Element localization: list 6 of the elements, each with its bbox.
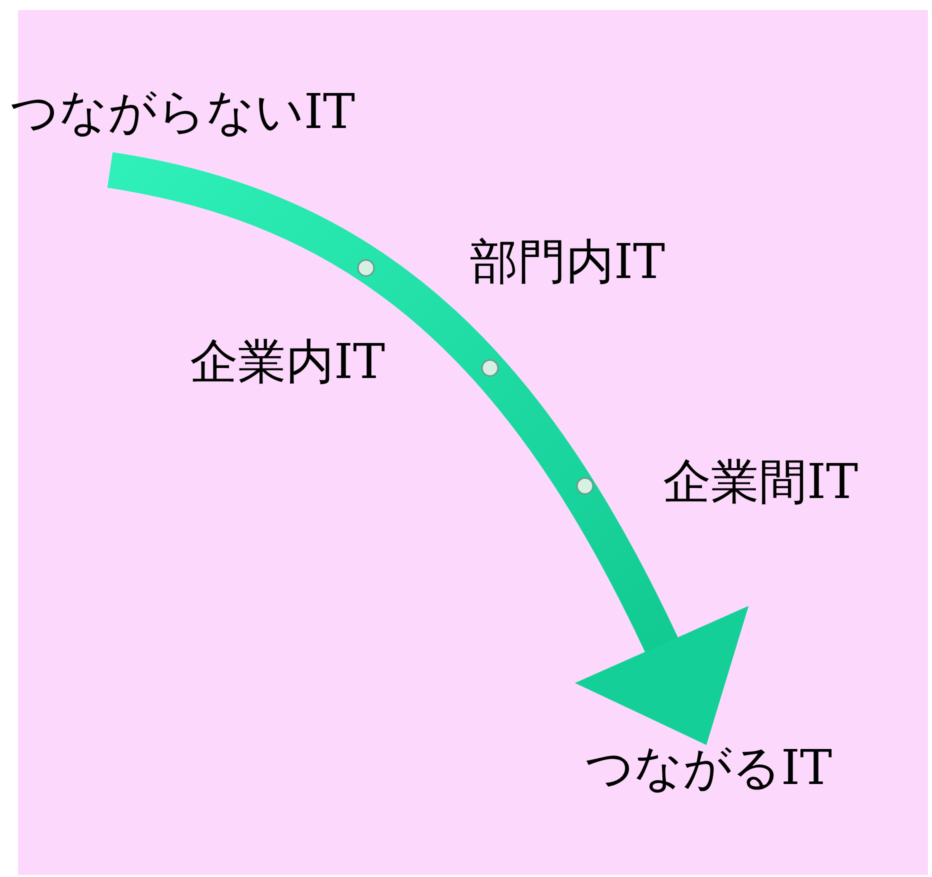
stage-label: つながるIT xyxy=(585,742,832,795)
stage-label: 企業間IT xyxy=(663,456,858,509)
stage-label: 部門内IT xyxy=(470,236,665,289)
stage-label: 企業内IT xyxy=(190,336,385,389)
curved-arrow xyxy=(106,152,748,744)
stage-label: つながらないIT xyxy=(10,86,355,139)
